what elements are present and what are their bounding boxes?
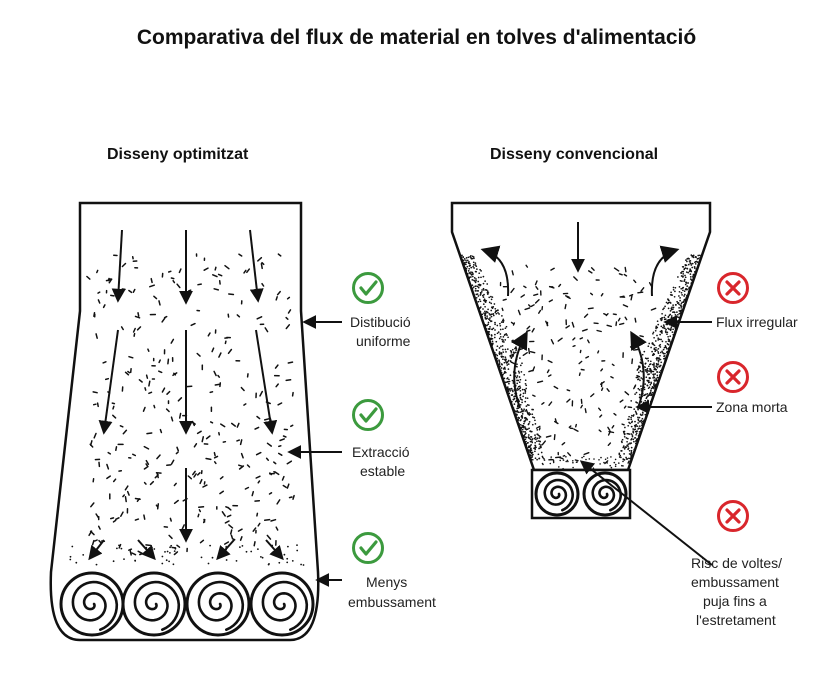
auger-screws xyxy=(59,571,315,637)
label-risc-voltes: Risc de voltes/ xyxy=(691,555,782,571)
auger-screws xyxy=(534,471,628,517)
check-circle-icon xyxy=(352,272,384,304)
label-menys: Menys xyxy=(366,574,407,590)
label-distribucio: Distibució xyxy=(350,314,411,330)
label-uniforme: uniforme xyxy=(356,333,411,349)
cross-circle-icon xyxy=(717,272,749,304)
optimized-labels: Distibució uniforme Extracció estable Me… xyxy=(348,314,436,610)
label-embussament-conv: embussament xyxy=(691,574,779,590)
check-circle-icon xyxy=(352,532,384,564)
label-estable: estable xyxy=(360,463,405,479)
conventional-hopper xyxy=(450,201,712,520)
hopper-outline xyxy=(450,201,712,472)
label-flux-irregular: Flux irregular xyxy=(716,314,798,330)
pointer-arrows xyxy=(287,315,713,587)
label-extraccio: Extracció xyxy=(352,444,410,460)
check-circle-icon xyxy=(352,399,384,431)
cross-circle-icon xyxy=(717,361,749,393)
label-embussament: embussament xyxy=(348,594,436,610)
cross-circle-icon xyxy=(717,500,749,532)
diagram-title: Comparativa del flux de material en tolv… xyxy=(136,26,697,49)
label-puja-fins: puja fins a xyxy=(703,593,767,609)
flow-arrows xyxy=(88,229,284,561)
optimized-heading: Disseny optimitzat xyxy=(107,146,249,163)
label-estretament: l'estretament xyxy=(696,612,776,628)
conventional-heading: Disseny convencional xyxy=(490,146,659,163)
optimized-hopper xyxy=(49,201,320,642)
conventional-labels: Flux irregular Zona morta Risc de voltes… xyxy=(691,314,798,628)
material-particles xyxy=(69,253,305,566)
label-zona-morta: Zona morta xyxy=(716,399,788,415)
